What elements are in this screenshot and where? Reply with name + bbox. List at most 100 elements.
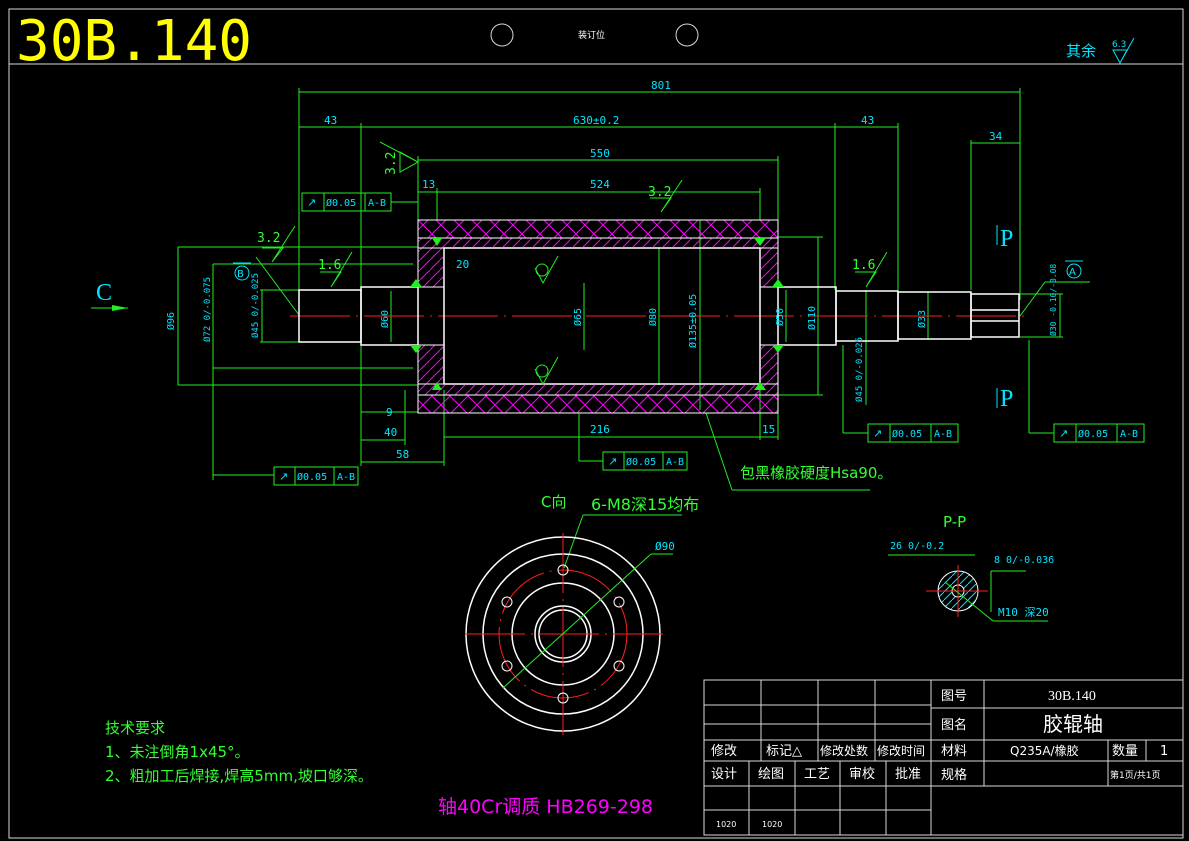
svg-text:Ø0.05: Ø0.05	[892, 428, 922, 440]
dim-9: 9	[386, 406, 393, 419]
dim-dia-110: Ø110	[806, 306, 818, 330]
sign-value-drawing: 1020	[762, 820, 782, 829]
dim-216: 216	[590, 423, 610, 436]
svg-text:A-B: A-B	[337, 472, 355, 483]
dim-dia-65: Ø65	[572, 308, 584, 326]
dim-dia-135: Ø135±0.05	[687, 294, 699, 348]
datum-b-label: B	[237, 269, 244, 280]
rev-header-mark: 标记△	[766, 744, 802, 759]
dimension-lines	[91, 88, 1090, 491]
qty-label: 数量	[1112, 744, 1138, 759]
sign-header-drawing: 绘图	[758, 767, 784, 782]
tap-note: M10 深20	[998, 606, 1049, 619]
material-note: 轴40Cr调质 HB269-298	[438, 796, 653, 818]
dim-40: 40	[384, 426, 397, 439]
end-plate-left-bottom	[417, 344, 445, 385]
dim-58: 58	[396, 448, 409, 461]
holes-note-leader	[563, 514, 584, 569]
roughness-3-2-left: 3.2	[257, 231, 280, 246]
binding-label: 装订位	[578, 29, 605, 41]
drawing-no-value: 30B.140	[1048, 689, 1096, 704]
material-value: Q235A/橡胶	[1010, 743, 1079, 758]
dim-13: 13	[422, 178, 435, 191]
dim-overall: 801	[651, 79, 671, 92]
tech-req-title: 技术要求	[105, 719, 165, 737]
svg-text:↗: ↗	[1059, 427, 1068, 440]
binding-hole-right	[675, 23, 699, 47]
rev-header-time: 修改时间	[877, 743, 925, 758]
tolerance-frame-1: ↗ Ø0.05 A-B	[301, 192, 418, 212]
dim-dia-60: Ø60	[379, 310, 391, 328]
dim-20: 20	[456, 258, 469, 271]
tolerance-frame-2: ↗ Ø0.05 A-B	[213, 466, 359, 486]
drawing-name-value: 胶辊轴	[1043, 712, 1103, 736]
rubber-note: 包黑橡胶硬度Hsa90。	[740, 464, 892, 482]
dim-dia-80: Ø80	[647, 308, 659, 326]
rubber-layer-bottom	[417, 394, 779, 414]
pcd-label: Ø90	[655, 540, 675, 553]
roughness-3-2-vertical: 3.2	[384, 152, 399, 175]
rev-header-count: 修改处数	[820, 743, 868, 758]
bolt-holes	[501, 564, 625, 704]
dim-dia-50: Ø50	[774, 308, 786, 326]
material-label: 材料	[941, 744, 967, 759]
dim-dia-96: Ø96	[165, 312, 177, 330]
sign-header-approve: 批准	[895, 767, 921, 782]
end-plate-left-top	[417, 247, 445, 288]
dim-15: 15	[762, 423, 775, 436]
outer-border	[8, 8, 1184, 839]
dim-left-end: 43	[324, 114, 337, 127]
holes-note: 6-M8深15均布	[591, 495, 699, 514]
dim-dia-30: Ø30 -0.10/-0.08	[1048, 264, 1058, 336]
tap-leader	[944, 581, 994, 622]
tolerance-frame-4: ↗ Ø0.05 A-B	[842, 345, 959, 443]
dim-dia-45-left: Ø45 0/-0.025	[250, 273, 261, 338]
sign-header-process: 工艺	[804, 767, 830, 782]
roughness-3-2-top: 3.2	[648, 185, 671, 200]
roughness-symbols	[262, 141, 888, 288]
dim-dia-33: Ø33	[916, 310, 928, 328]
section-title: P-P	[943, 513, 966, 531]
svg-text:Ø0.05: Ø0.05	[326, 197, 356, 209]
page-info: 第1页/共1页	[1110, 769, 1161, 781]
tech-req-item-2: 2、粗加工后焊接,焊高5mm,坡口够深。	[105, 767, 373, 785]
svg-text:↗: ↗	[608, 455, 617, 468]
drawing-no-label: 图号	[941, 689, 967, 704]
svg-text:Ø0.05: Ø0.05	[297, 471, 327, 483]
datum-a-icon	[1066, 263, 1082, 279]
tube-wall-top	[417, 237, 779, 249]
section-p-label-bottom: P	[1000, 386, 1013, 412]
svg-text:↗: ↗	[873, 427, 882, 440]
view-c-title: C向	[541, 493, 566, 511]
surface-note-roughness: 6.3	[1112, 40, 1126, 50]
svg-text:Ø0.05: Ø0.05	[1078, 428, 1108, 440]
qty-value: 1	[1160, 744, 1168, 759]
section-p-label-top: P	[1000, 226, 1013, 252]
tech-req-item-1: 1、未注倒角1x45°。	[105, 743, 250, 761]
svg-text:↗: ↗	[307, 196, 316, 209]
dim-journal-right: 34	[989, 130, 1003, 143]
drawing-number-header: 30B.140	[16, 9, 252, 74]
key-width-dim: 26 0/-0.2	[890, 541, 944, 552]
tube-wall-bottom	[417, 383, 779, 396]
drawing-name-label: 图名	[941, 717, 967, 733]
datum-a-label: A	[1069, 267, 1076, 278]
roughness-symbol-icon	[1112, 37, 1135, 65]
sign-value-design: 1020	[716, 820, 736, 829]
dim-roller-length: 550	[590, 147, 610, 160]
dim-rubber-length: 524	[590, 178, 610, 191]
machining-symbols	[534, 255, 559, 386]
end-view-c	[465, 533, 663, 735]
svg-text:A-B: A-B	[934, 429, 952, 440]
dim-between-bearings: 630±0.2	[573, 114, 619, 127]
title-block-grid	[703, 679, 1184, 836]
svg-text:A-B: A-B	[368, 198, 386, 209]
binding-hole-left	[490, 23, 514, 47]
rubber-layer-top	[417, 219, 779, 239]
spec-label: 规格	[941, 767, 967, 783]
dim-right-end: 43	[861, 114, 874, 127]
sign-header-design: 设计	[711, 767, 737, 782]
tolerance-frame-3: ↗ Ø0.05 A-B	[578, 412, 688, 471]
dim-dia-72: Ø72 0/-0.075	[202, 277, 213, 342]
